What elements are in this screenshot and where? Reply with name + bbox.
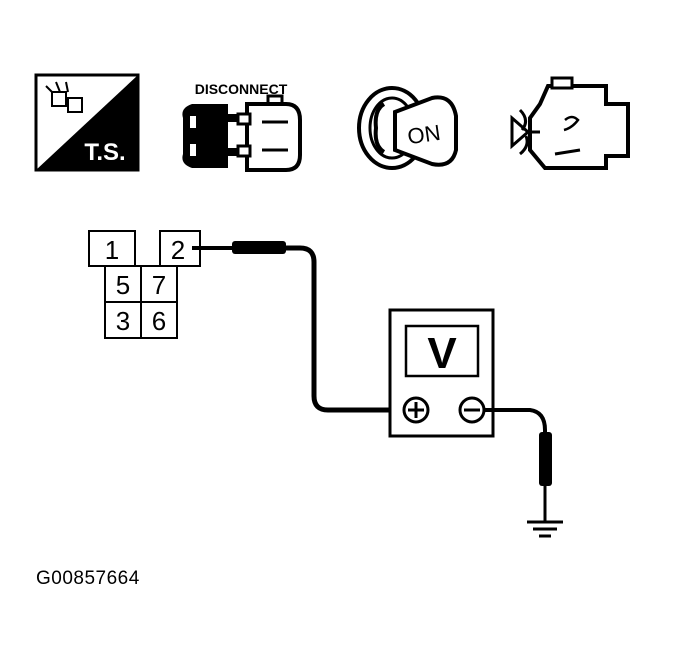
ignition-on-icon: ON xyxy=(357,86,458,170)
voltmeter-symbol: V xyxy=(427,329,457,378)
harness-connector: 1 2 5 7 3 6 xyxy=(88,230,201,339)
test-symbol-label: T.S. xyxy=(84,139,125,166)
positive-probe-lead xyxy=(192,241,408,413)
terminal-6-label: 6 xyxy=(152,306,166,336)
test-symbol-icon: T.S. xyxy=(34,73,140,172)
disconnect-connector-icon: DISCONNECT xyxy=(182,81,302,172)
ground-icon xyxy=(527,520,563,538)
negative-probe xyxy=(539,432,552,486)
terminal-3-label: 3 xyxy=(116,306,130,336)
terminal-2-label: 2 xyxy=(171,235,185,265)
terminal-5-label: 5 xyxy=(116,270,130,300)
disconnect-label: DISCONNECT xyxy=(195,81,288,97)
ignition-on-label: ON xyxy=(406,120,442,149)
negative-probe-lead xyxy=(484,408,552,522)
engine-running-icon xyxy=(510,76,630,170)
terminal-1-label: 1 xyxy=(105,235,119,265)
positive-probe xyxy=(232,241,286,254)
terminal-7-label: 7 xyxy=(152,270,166,300)
figure-id: G00857664 xyxy=(36,568,140,589)
voltmeter-display xyxy=(404,324,480,378)
voltmeter: V xyxy=(388,308,495,438)
